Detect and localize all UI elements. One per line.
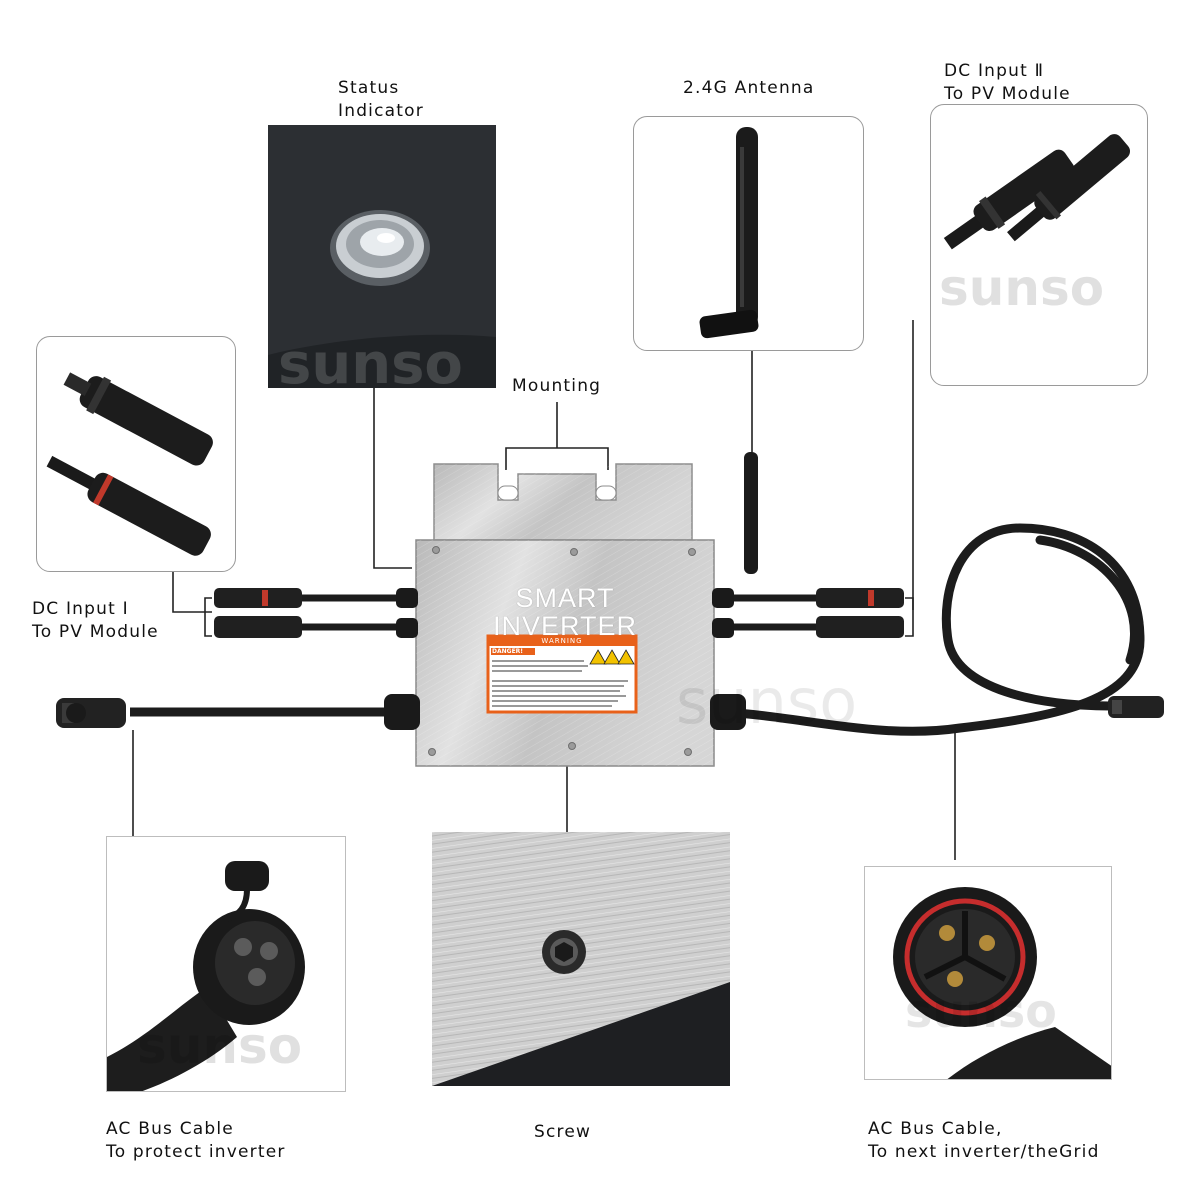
dc-input-2-photo: sunso [930, 104, 1148, 386]
dc-cables-right [715, 588, 904, 638]
antenna-photo [633, 116, 864, 351]
warning-label [486, 634, 638, 714]
device-antenna [744, 452, 758, 574]
brand-line-inverter: INVERTER [492, 611, 638, 641]
svg-text:sunso: sunso [905, 984, 1057, 1038]
label-ac-bus-next: AC Bus Cable, To next inverter/theGrid [868, 1119, 1100, 1162]
svg-text:sunso: sunso [939, 259, 1104, 317]
callout-lines [132, 320, 956, 860]
ac-cable-left [56, 698, 400, 728]
dc2-callout-bracket [905, 597, 914, 637]
label-mounting: Mounting [512, 376, 602, 396]
ac-cable-coil [717, 523, 1145, 736]
status-callout-line [373, 388, 412, 569]
label-dc-input-1: DC Input Ⅰ To PV Module [32, 599, 159, 642]
dc1-callout-line [172, 572, 212, 613]
svg-text:sunso: sunso [137, 1017, 302, 1075]
label-status-indicator: Status Indicator [338, 78, 424, 121]
label-dc-input-2: DC Input Ⅱ To PV Module [944, 61, 1071, 104]
label-ac-bus-protect: AC Bus Cable To protect inverter [106, 1119, 286, 1162]
ac-next-photo: sunso [864, 866, 1112, 1080]
dc-input-1-photo [36, 336, 236, 572]
warning-header-text: WARNING [541, 637, 583, 645]
label-screw: Screw [534, 1122, 592, 1142]
svg-text:sunso: sunso [278, 332, 463, 388]
brand-line-smart: SMART [515, 584, 615, 613]
ac-protect-photo: sunso [106, 836, 346, 1092]
label-antenna: 2.4G Antenna [683, 78, 815, 98]
device-brand-text: SMART INVERTER [470, 584, 660, 644]
screw-photo [432, 832, 730, 1086]
status-indicator-photo: sunso [268, 125, 496, 388]
danger-text: DANGER! [492, 648, 524, 655]
ac-connector-right [1108, 696, 1164, 718]
watermark-main: sunso [676, 665, 858, 738]
dc1-callout-bracket [204, 597, 212, 637]
dc-cables-left [214, 588, 410, 638]
